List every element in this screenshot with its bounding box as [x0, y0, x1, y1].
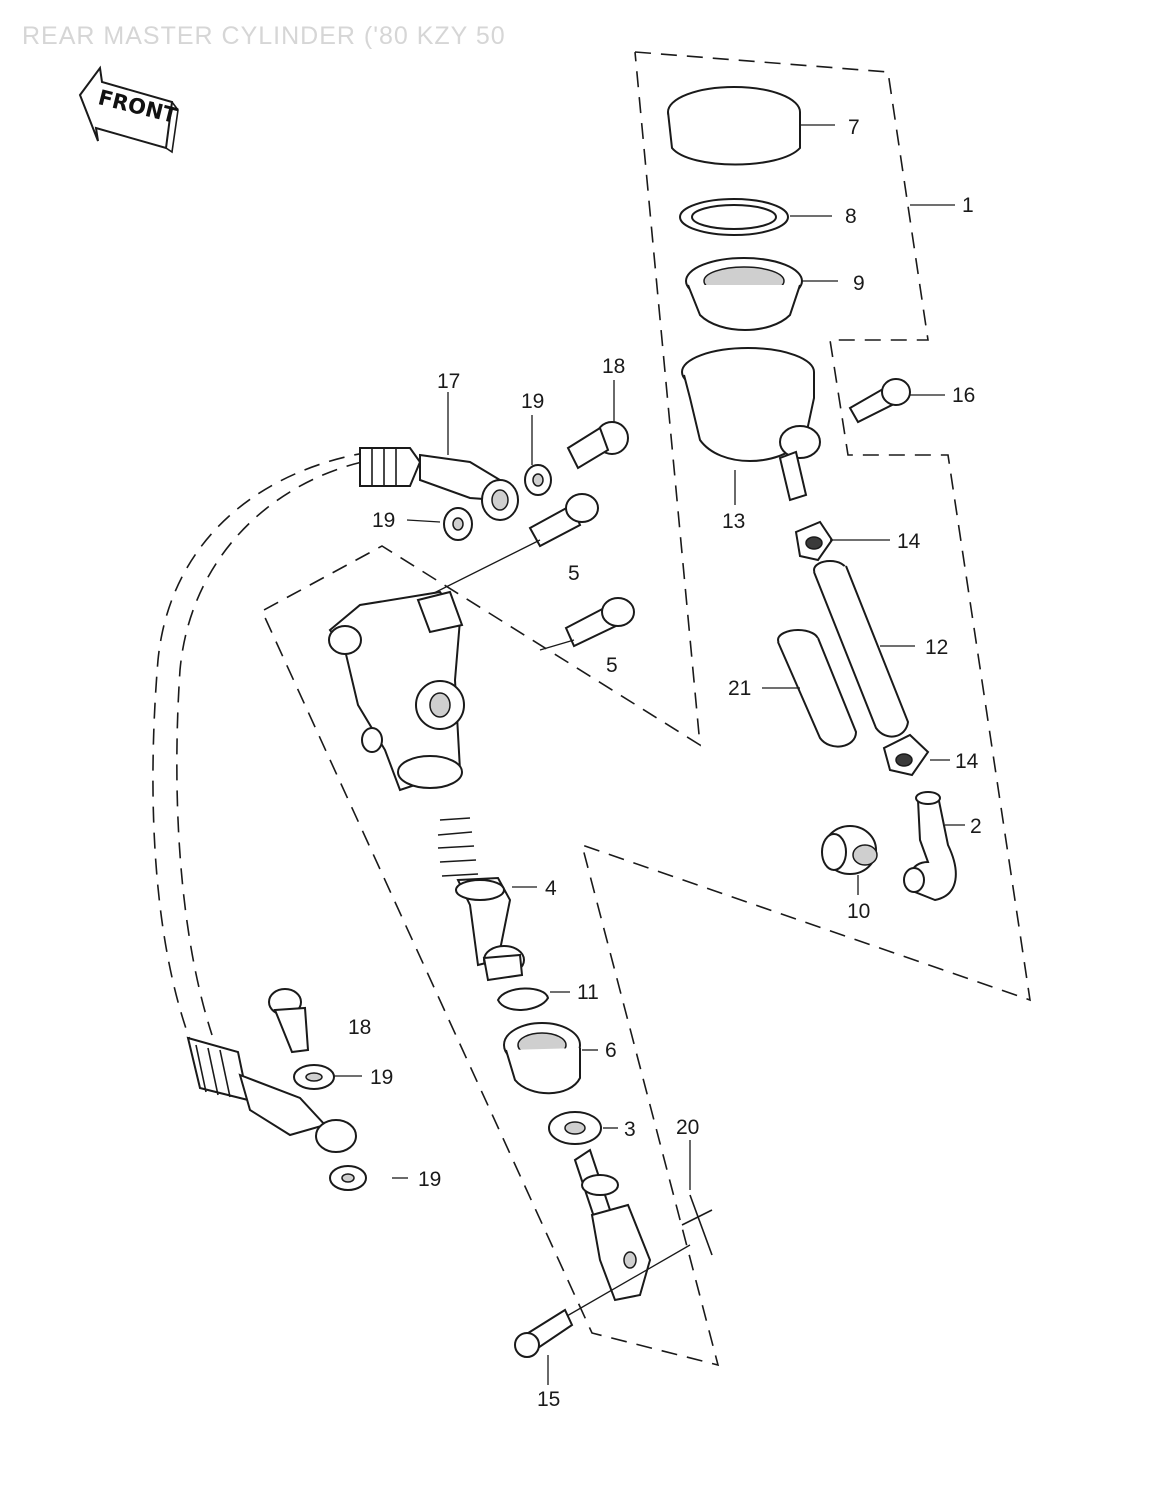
- push-rod-washer: [548, 1111, 602, 1145]
- hose-clamp-lower: [882, 733, 930, 777]
- push-rod-clevis: [559, 1148, 691, 1321]
- clevis-pin: [514, 1308, 574, 1358]
- callout-19-bottom: 19: [418, 1168, 441, 1191]
- callout-19-lower: 19: [370, 1066, 393, 1089]
- callout-19-upper-right: 19: [521, 390, 544, 413]
- callout-12: 12: [925, 636, 948, 659]
- callout-9: 9: [853, 272, 865, 295]
- reservoir-bolt: [848, 378, 911, 424]
- diaphragm-plate: [679, 198, 789, 236]
- callout-4: 4: [545, 877, 557, 900]
- callout-14-upper: 14: [897, 530, 921, 553]
- callout-16: 16: [952, 384, 975, 407]
- callout-17: 17: [437, 370, 460, 393]
- master-cylinder-body: [328, 590, 465, 792]
- cotter-pin: [681, 1194, 713, 1256]
- front-direction-arrow: FRONT: [78, 65, 180, 154]
- fluid-reservoir: [681, 347, 821, 502]
- banjo-bolt-upper: [443, 421, 629, 541]
- grommet: [821, 825, 878, 875]
- callout-18-upper: 18: [602, 355, 625, 378]
- callout-21: 21: [728, 677, 751, 700]
- reservoir-diaphragm: [685, 257, 803, 331]
- callout-10: 10: [847, 900, 870, 923]
- circlip: [496, 987, 550, 1011]
- callout-8: 8: [845, 205, 857, 228]
- callout-18-lower: 18: [348, 1016, 371, 1039]
- dust-seal: [503, 1022, 581, 1095]
- callout-numbers: 7 8 9 1 16 13 14 12 21 14 2 10 4 11 6 3 …: [348, 116, 982, 1411]
- hose-clamp-upper: [794, 520, 834, 562]
- reservoir-hose: [813, 560, 910, 738]
- mounting-bolt-lower: [539, 597, 635, 651]
- callout-2: 2: [970, 815, 982, 838]
- callout-19-upper-left: 19: [372, 509, 395, 532]
- diagram-title: REAR MASTER CYLINDER ('80 KZY 50: [22, 22, 506, 50]
- piston-spring-assembly: [437, 817, 525, 982]
- callout-7: 7: [848, 116, 860, 139]
- reservoir-cap: [667, 86, 801, 166]
- callout-13: 13: [722, 510, 745, 533]
- brake-hose: [152, 447, 519, 1153]
- callout-20: 20: [676, 1116, 699, 1139]
- callout-14-lower: 14: [955, 750, 979, 773]
- callout-5-lower: 5: [606, 654, 618, 677]
- hose-elbow-fitting: [903, 791, 957, 902]
- callout-3: 3: [624, 1118, 636, 1141]
- protector-tube: [777, 629, 858, 748]
- callout-11: 11: [577, 981, 599, 1004]
- callout-6: 6: [605, 1039, 617, 1062]
- reservoir-group-outline: [260, 51, 1031, 1367]
- callout-leaders: [333, 124, 965, 1385]
- banjo-bolt-lower: [268, 988, 367, 1191]
- callout-15: 15: [537, 1388, 560, 1411]
- callout-5-upper: 5: [568, 562, 580, 585]
- callout-1: 1: [962, 194, 974, 217]
